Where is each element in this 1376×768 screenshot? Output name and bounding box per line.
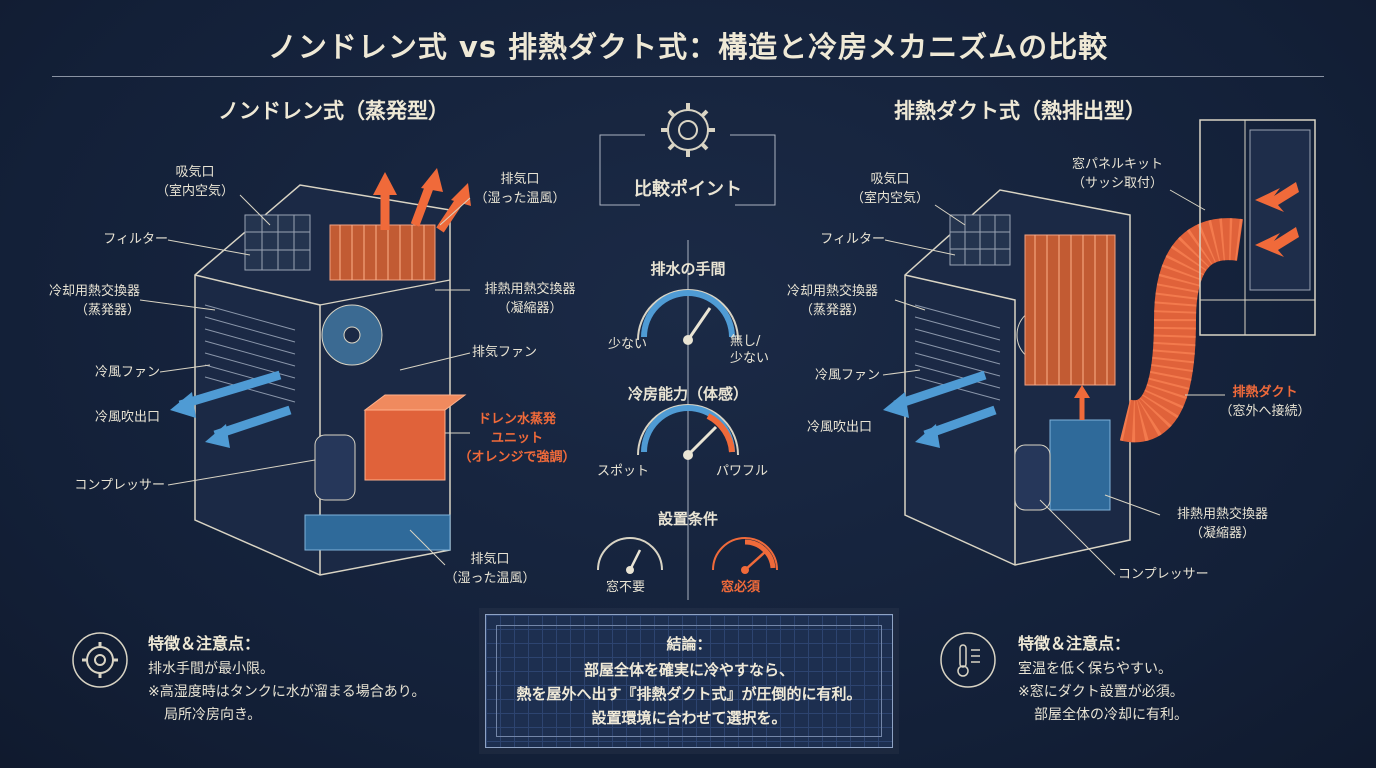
settings-gear-icon <box>72 632 128 688</box>
left-evaporator-label: 冷却用熱交換器（蒸発器） <box>48 284 140 318</box>
gauge2-right: パワフル <box>716 464 769 479</box>
right-cool-outlet-label: 冷風吹出口 <box>806 420 872 435</box>
drain-unit-label: ドレン水蒸発ユニット（オレンジで強調） <box>458 412 576 465</box>
left-intake-label: 吸気口（室内空気） <box>155 165 234 199</box>
window-kit-label: 窓パネルキット（サッシ取付） <box>1071 157 1163 191</box>
title-divider <box>52 76 1324 77</box>
left-filter-label: フィルター <box>103 232 168 247</box>
gauge3-right: 窓必須 <box>721 580 761 595</box>
compare-points-label: 比較ポイント <box>634 179 742 200</box>
right-features-title: 特徴＆注意点： <box>1018 634 1131 653</box>
right-features-line2: ※窓にダクト設置が必須。 <box>1018 684 1184 700</box>
right-condenser-label: 排熱用熱交換器（凝縮器） <box>1176 507 1268 541</box>
gauge-cooling-power <box>637 404 739 460</box>
left-features-line2: ※高湿度時はタンクに水が溜まる場合あり。 <box>148 684 426 700</box>
conclusion-line1: 部屋全体を確実に冷やすなら、 <box>583 661 794 679</box>
left-features-line3: 局所冷房向き。 <box>164 707 262 723</box>
conclusion-box: 結論： 部屋全体を確実に冷やすなら、 熱を屋外へ出す『排熱ダクト式』が圧倒的に有… <box>485 614 893 748</box>
page-title: ノンドレン式 vs 排熱ダクト式：構造と冷房メカニズムの比較 <box>267 30 1109 64</box>
exhaust-duct-unit <box>883 119 1316 566</box>
gear-icon <box>661 103 715 157</box>
right-filter-label: フィルター <box>820 232 885 247</box>
left-cool-outlet-label: 冷風吹出口 <box>94 410 160 425</box>
gauge3-title: 設置条件 <box>657 510 718 528</box>
gauge-no-window <box>597 537 663 574</box>
gauge3-left: 窓不要 <box>606 580 646 595</box>
right-features-line3: 部屋全体の冷却に有利。 <box>1034 707 1188 723</box>
gauge1-title: 排水の手間 <box>650 260 726 278</box>
right-compressor-label: コンプレッサー <box>1118 567 1209 582</box>
conclusion-line3: 設置環境に合わせて選択を。 <box>591 709 787 727</box>
duct-label: 排熱ダクト（窓外へ接続） <box>1219 385 1311 419</box>
gauge2-left: スポット <box>597 464 650 479</box>
center-frame <box>599 134 776 600</box>
right-features: 特徴＆注意点： 室温を低く保ちやすい。 ※窓にダクト設置が必須。 部屋全体の冷却… <box>1018 630 1188 724</box>
gauge-drain-effort <box>637 289 739 345</box>
non-drain-unit <box>170 168 471 576</box>
right-intake-label: 吸気口（室内空気） <box>850 172 929 206</box>
gauge2-title: 冷房能力（体感） <box>627 385 748 403</box>
right-features-line1: 室温を低く保ちやすい。 <box>1018 661 1172 677</box>
right-evaporator-label: 冷却用熱交換器（蒸発器） <box>786 284 878 318</box>
right-cool-fan-label: 冷風ファン <box>814 368 880 383</box>
gauge1-right: 無し/少ない <box>730 334 770 366</box>
left-features: 特徴＆注意点： 排水手間が最小限。 ※高湿度時はタンクに水が溜まる場合あり。 局… <box>148 630 425 724</box>
conclusion-inner-frame <box>496 625 882 737</box>
left-exhaust-bottom-label: 排気口（湿った温風） <box>444 552 536 586</box>
left-exhaust-top-label: 排気口（湿った温風） <box>474 172 566 206</box>
left-exhaust-fan-label: 排気ファン <box>472 345 538 360</box>
conclusion-line2: 熱を屋外へ出す『排熱ダクト式』が圧倒的に有利。 <box>516 685 862 703</box>
right-heading: 排熱ダクト式（熱排出型） <box>894 99 1146 123</box>
thermometer-icon <box>940 632 996 688</box>
left-heading: ノンドレン式（蒸発型） <box>218 99 449 123</box>
left-compressor-label: コンプレッサー <box>74 478 165 493</box>
left-condenser-label: 排熱用熱交換器（凝縮器） <box>484 282 576 316</box>
left-cool-fan-label: 冷風ファン <box>94 365 160 380</box>
gauge-window-required <box>712 537 778 574</box>
left-features-title: 特徴＆注意点： <box>148 634 261 653</box>
left-features-line1: 排水手間が最小限。 <box>148 661 274 677</box>
conclusion-title: 結論： <box>666 635 712 653</box>
gauge1-left: 少ない <box>608 337 648 352</box>
